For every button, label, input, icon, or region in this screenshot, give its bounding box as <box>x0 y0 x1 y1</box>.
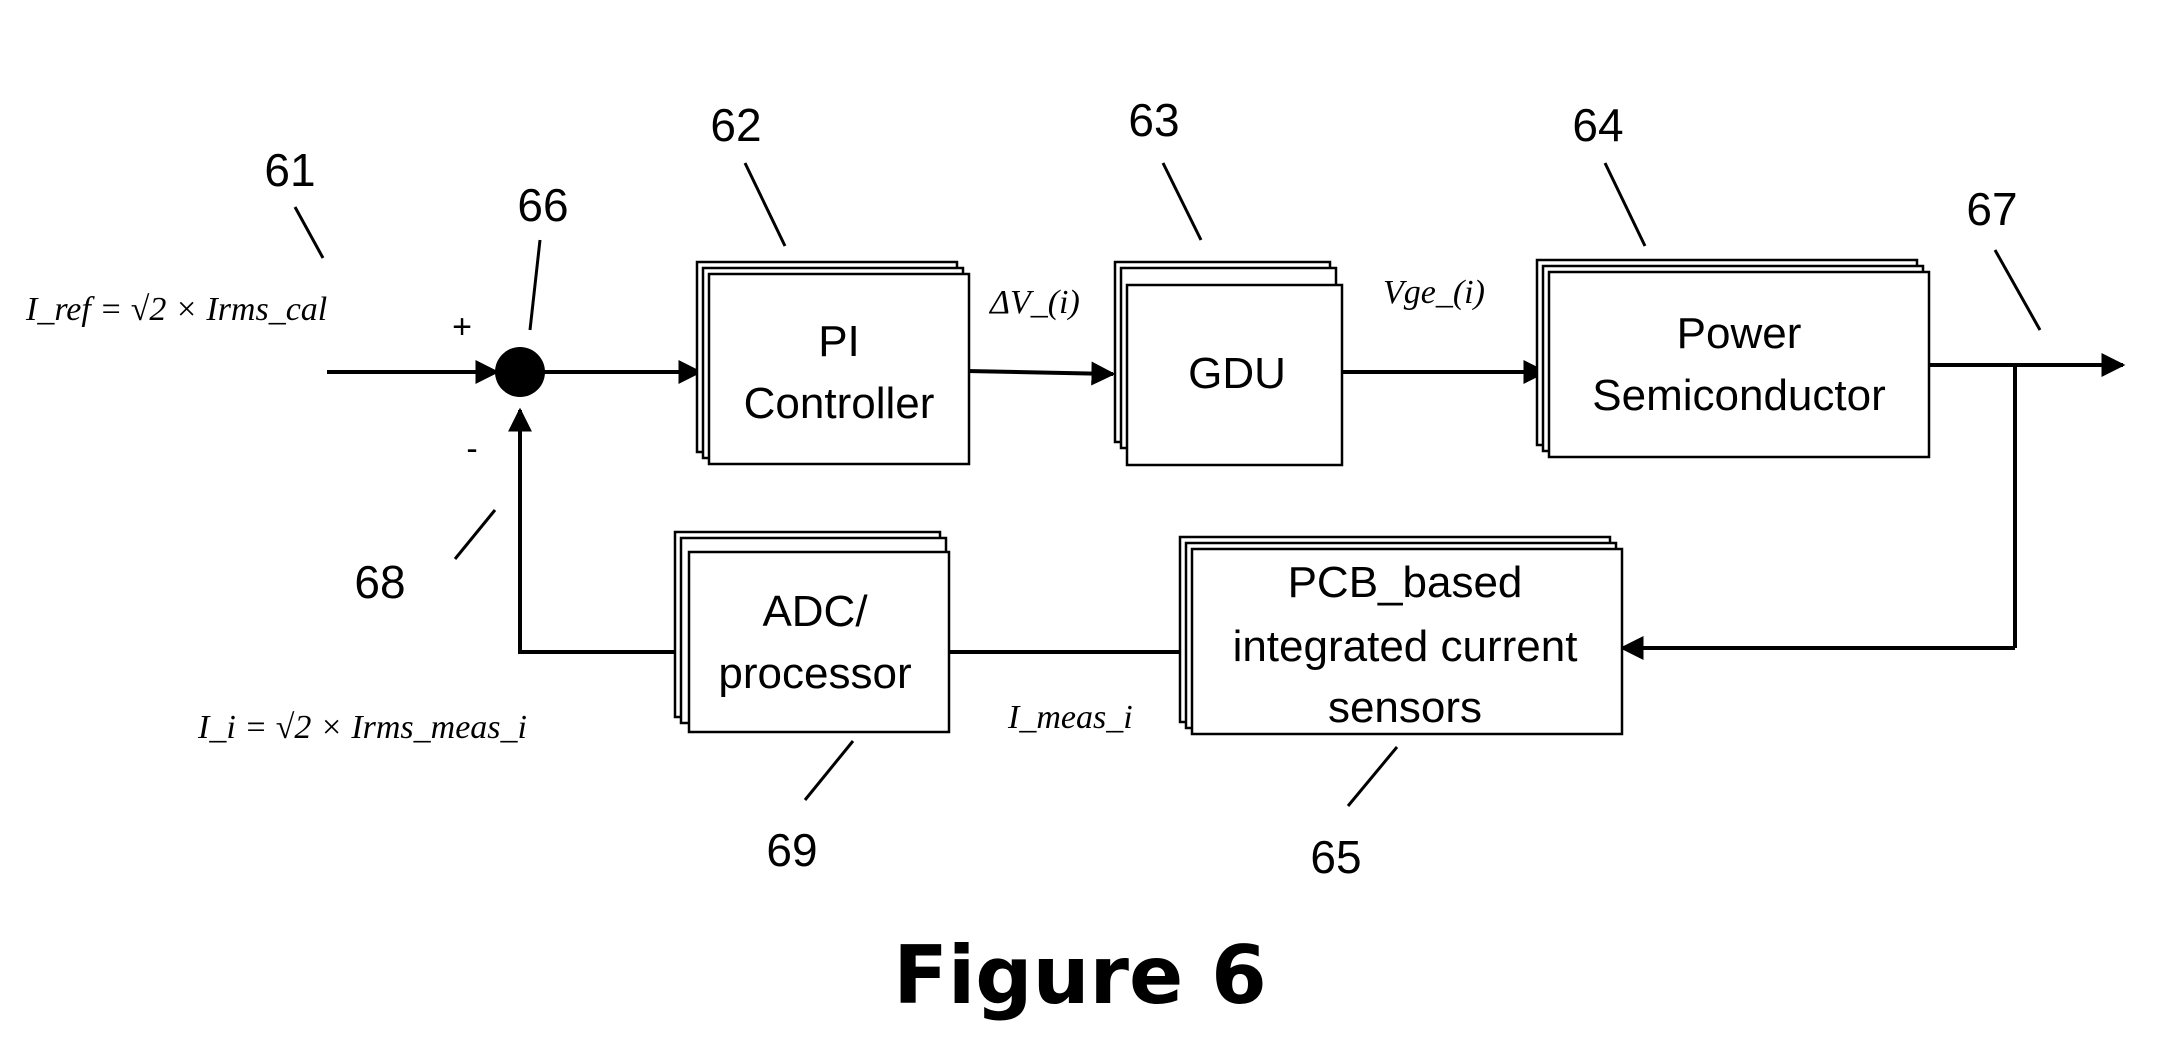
feedback-wire <box>508 407 690 654</box>
leader-62 <box>743 162 787 247</box>
i-meas-label: I_meas_i <box>1007 699 1133 736</box>
ref-68: 68 <box>354 556 405 608</box>
gdu-block: GDU <box>1113 260 1344 467</box>
leader-61 <box>293 206 325 259</box>
ref-62: 62 <box>710 99 761 151</box>
ref-65: 65 <box>1310 831 1361 883</box>
minus-sign: - <box>466 430 477 468</box>
current-sensors-label-line-1: PCB_based <box>1288 558 1523 607</box>
ref-64: 64 <box>1572 99 1623 151</box>
leader-68 <box>453 509 497 560</box>
leader-65 <box>1346 746 1399 807</box>
gdu-label: GDU <box>1188 349 1286 398</box>
figure-title: Figure 6 <box>893 929 1267 1022</box>
ref-61: 61 <box>264 144 315 196</box>
power-semiconductor-block: Power Semiconductor <box>1535 258 1931 459</box>
pi-controller-label-line-2: Controller <box>744 379 935 428</box>
power-semiconductor-label-line-2: Semiconductor <box>1592 371 1885 420</box>
leader-63 <box>1161 162 1203 241</box>
feedback-signal-label: I_i = √2 × Irms_meas_i <box>197 709 527 746</box>
ref-66: 66 <box>517 179 568 231</box>
ref-67: 67 <box>1966 183 2017 235</box>
current-sensors-label-line-2: integrated current <box>1233 622 1578 671</box>
adc-processor-block: ADC/ processor <box>673 530 951 734</box>
reference-signal-label: I_ref = √2 × Irms_cal <box>25 291 327 328</box>
current-sensors-block: PCB_based integrated current sensors <box>1178 535 1624 736</box>
adc-processor-label-line-1: ADC/ <box>762 587 868 636</box>
leader-64 <box>1603 162 1647 247</box>
ref-63: 63 <box>1128 94 1179 146</box>
pi-controller-label-line-1: PI <box>818 317 860 366</box>
leader-69 <box>803 740 855 801</box>
pi-controller-block: PI Controller <box>695 260 971 466</box>
plus-sign: + <box>452 308 472 346</box>
current-sensors-label-line-3: sensors <box>1328 683 1482 732</box>
adc-processor-label-line-2: processor <box>718 649 911 698</box>
leader-67 <box>1993 249 2042 331</box>
delta-v-label: ΔV_(i) <box>988 284 1080 321</box>
vge-label: Vge_(i) <box>1383 274 1485 311</box>
pi-to-gdu-wire <box>966 361 1116 386</box>
ref-69: 69 <box>766 824 817 876</box>
power-semiconductor-label-line-1: Power <box>1677 309 1802 358</box>
summing-junction <box>495 347 545 397</box>
leader-66 <box>528 239 542 331</box>
